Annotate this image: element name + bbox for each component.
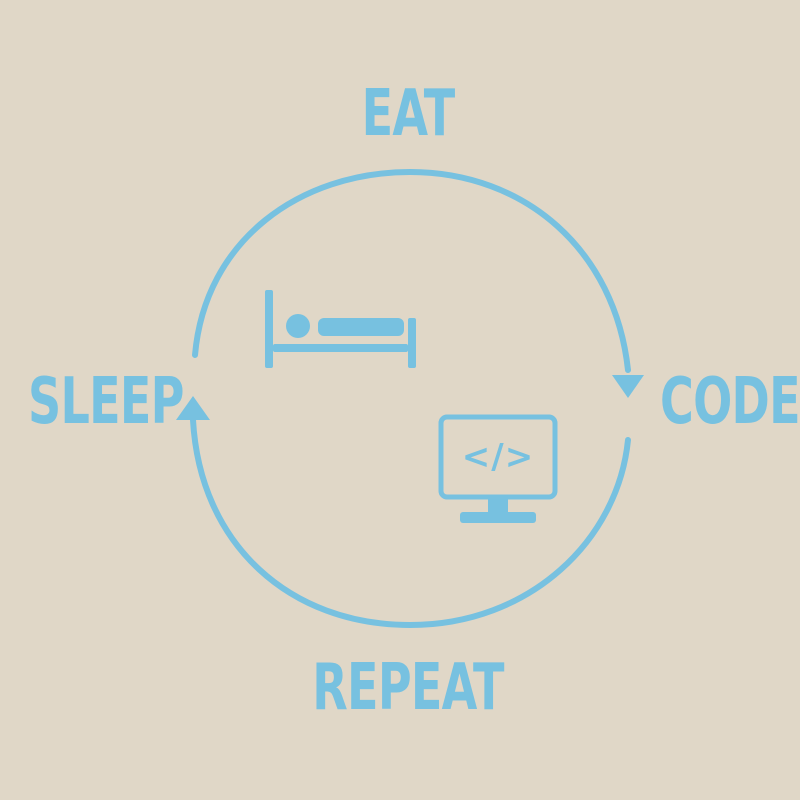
code-symbol: </>: [461, 437, 535, 477]
arrowhead-to-sleep: [176, 396, 210, 420]
bed-icon: [265, 290, 416, 368]
step-label-sleep: SLEEP: [28, 365, 184, 439]
cycle-arc-top: [192, 168, 631, 373]
step-label-repeat: REPEAT: [312, 651, 504, 725]
step-label-eat: EAT: [361, 77, 456, 151]
cycle-arc-bottom: [190, 417, 631, 629]
step-label-code: CODE: [660, 365, 800, 439]
monitor-code-icon: [438, 414, 558, 523]
arrowhead-to-code: [612, 375, 644, 398]
